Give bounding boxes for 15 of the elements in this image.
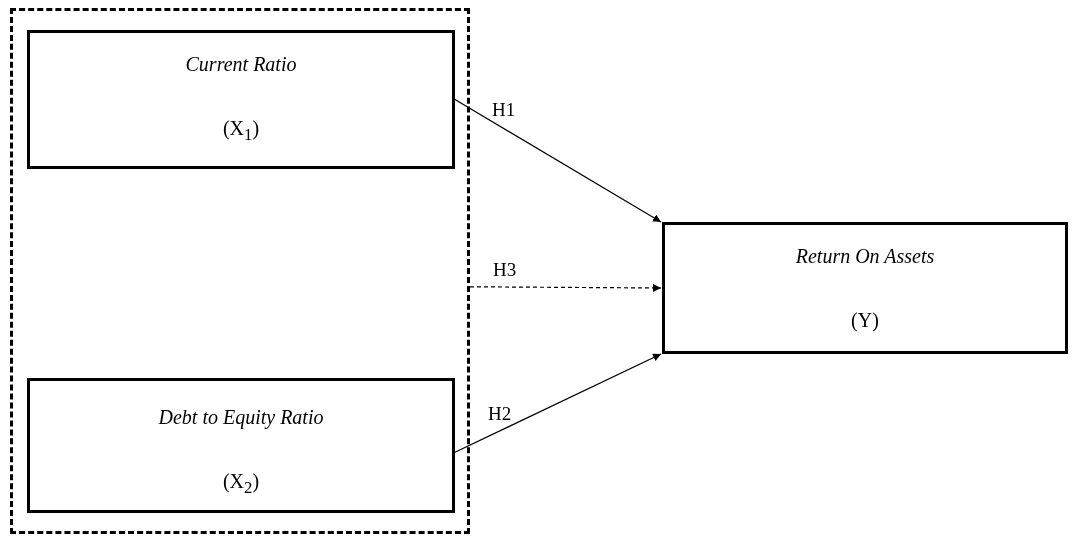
- variable-box: [662, 222, 1068, 354]
- edge-label: H2: [486, 404, 514, 424]
- variable-name: Debt to Equity Ratio: [157, 406, 325, 429]
- arrow: [454, 98, 662, 223]
- dashed-group-frame: [10, 8, 470, 534]
- arrow: [454, 353, 662, 453]
- edge-label: H1: [490, 100, 518, 120]
- variable-symbol: (X$_{2}$): [221, 470, 261, 498]
- variable-symbol: (Y): [850, 309, 880, 332]
- variable-name: Return On Assets: [794, 245, 936, 268]
- variable-box: [27, 30, 455, 169]
- variable-symbol: (X$_{1}$): [221, 117, 261, 145]
- arrow: [469, 283, 662, 292]
- variable-box: [27, 378, 455, 513]
- variable-name: Current Ratio: [184, 53, 298, 76]
